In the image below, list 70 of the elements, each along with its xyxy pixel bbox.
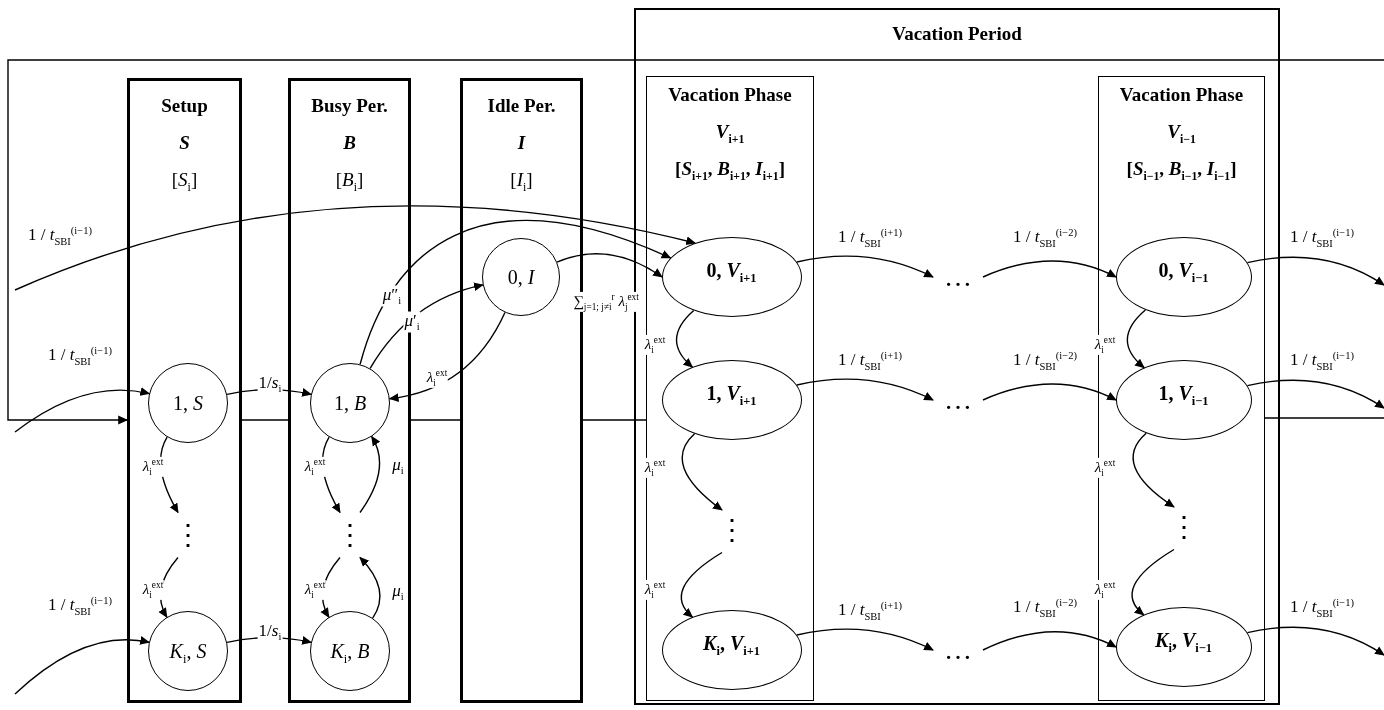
column-symbol: I — [517, 131, 526, 155]
state-label: 1, V$_{i−1}$ — [1158, 381, 1209, 410]
transition-arrow — [322, 436, 341, 514]
column-subtitle: [B$_{i}$] — [335, 168, 364, 196]
column-symbol: V$_{i−1}$ — [1167, 120, 1196, 148]
transition-arrow — [359, 435, 381, 514]
transition-arrow — [14, 205, 696, 291]
column-title: Vacation Phase — [1119, 83, 1244, 107]
column-subtitle: [S$_{i−1}$, B$_{i−1}$, I$_{i−1}$] — [1126, 157, 1237, 185]
connector-line — [410, 419, 461, 421]
horizontal-ellipsis: … — [933, 635, 983, 665]
transition-arrow — [681, 433, 723, 511]
column-subtitle: [S$_{i+1}$, B$_{i+1}$, I$_{i+1}$] — [675, 157, 785, 185]
transition-arrow — [14, 387, 151, 433]
state-label: K$_{i}$, V$_{i+1}$ — [703, 631, 760, 660]
horizontal-ellipsis: … — [933, 262, 983, 292]
vertical-ellipsis: ⋮ — [340, 510, 360, 560]
transition-arrow — [369, 282, 484, 370]
horizontal-ellipsis: … — [933, 385, 983, 415]
transition-arrow — [14, 636, 150, 695]
transition-arrow — [556, 253, 663, 278]
column-title: Setup — [161, 94, 208, 118]
vertical-ellipsis: ⋮ — [178, 510, 198, 560]
transition-arrow — [982, 383, 1117, 401]
state-label: K$_{i}$, V$_{i−1}$ — [1155, 628, 1212, 657]
transition-arrow — [680, 551, 723, 618]
transition-arrow — [982, 631, 1117, 651]
transition-arrow — [675, 309, 695, 368]
state-label: 0, I — [507, 264, 535, 290]
connector-line — [241, 419, 289, 421]
state-label: K$_{i}$, B — [330, 638, 370, 668]
transition-arrow — [1246, 379, 1384, 409]
column-subtitle: [S$_{i}$] — [171, 168, 198, 196]
column-subtitle: [I$_{i}$] — [510, 168, 533, 196]
transition-arrow — [388, 311, 506, 402]
transition-arrow — [1246, 256, 1384, 286]
column-title: Busy Per. — [311, 94, 388, 118]
column-symbol: S — [179, 131, 190, 155]
transition-arrow — [1132, 432, 1175, 508]
transition-arrow — [796, 378, 934, 401]
transition-arrow — [796, 628, 934, 651]
transition-arrow — [982, 260, 1117, 278]
state-label: 1, S — [173, 390, 203, 416]
transition-arrow — [1131, 548, 1175, 616]
transition-arrow — [320, 556, 341, 618]
transition-arrow — [359, 556, 381, 619]
transition-arrow — [7, 59, 1384, 425]
column-title: Vacation Phase — [668, 83, 792, 107]
state-label: K$_{i}$, S — [169, 638, 207, 668]
transition-arrow — [160, 436, 179, 514]
connector-line — [1264, 417, 1384, 419]
state-label: 1, V$_{i+1}$ — [706, 381, 757, 410]
period-column — [460, 78, 583, 703]
frame-title: Vacation Period — [892, 22, 1022, 46]
column-title: Idle Per. — [487, 94, 556, 118]
transition-arrow — [1246, 626, 1384, 656]
column-symbol: B — [343, 131, 356, 155]
transition-arrow — [796, 255, 934, 278]
state-label: 0, V$_{i+1}$ — [706, 258, 757, 287]
connector-line — [582, 419, 647, 421]
vertical-ellipsis: ⋮ — [721, 504, 742, 555]
vertical-ellipsis: ⋮ — [1173, 501, 1194, 552]
state-label: 1, B — [333, 390, 367, 416]
edge-label: μ′$_{i}$ — [403, 311, 421, 333]
edge-label: μ″$_{i}$ — [381, 285, 403, 307]
state-label: 0, V$_{i−1}$ — [1158, 258, 1209, 287]
column-symbol: V$_{i+1}$ — [715, 120, 745, 148]
transition-arrow — [1126, 309, 1147, 369]
transition-arrow — [359, 220, 672, 365]
transition-arrow — [158, 556, 179, 618]
